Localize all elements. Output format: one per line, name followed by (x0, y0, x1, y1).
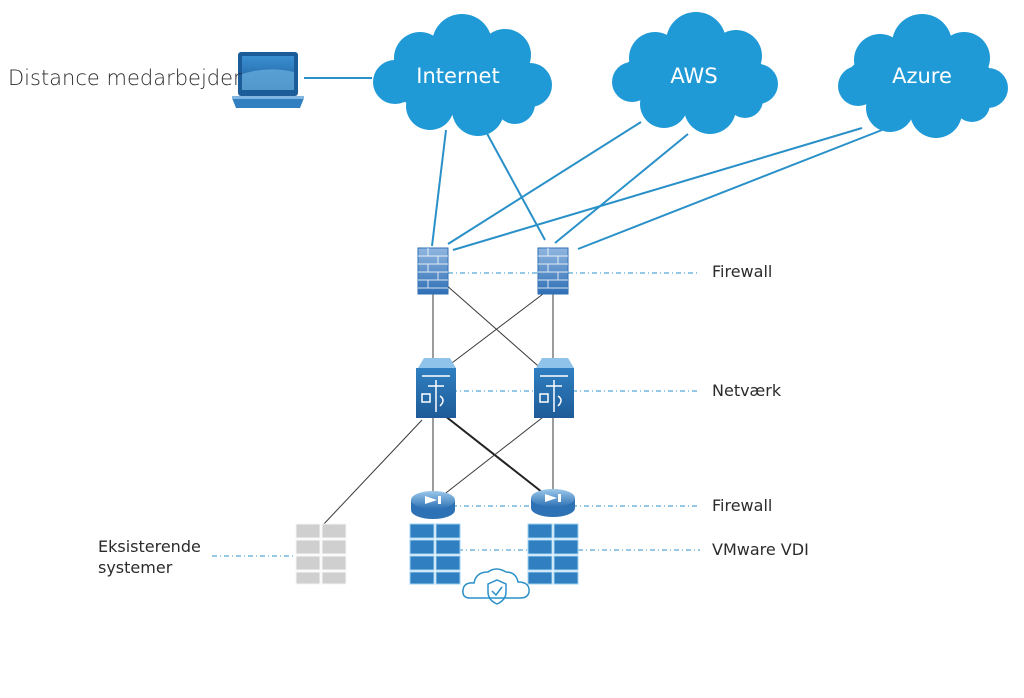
cloud-azure (838, 14, 1008, 138)
layer-label-firewall-top: Firewall (712, 262, 773, 281)
firewall-icon-left (417, 247, 449, 295)
cloud-label-internet: Internet (416, 64, 500, 88)
load-balancer-icon-right (531, 489, 575, 517)
lan-links (321, 283, 554, 527)
link-aws-fw1 (447, 121, 642, 245)
cloud-label-azure: Azure (892, 64, 952, 88)
layer-guides (212, 272, 700, 557)
cloud-label-aws: AWS (670, 64, 718, 88)
layer-label-network: Netværk (712, 381, 782, 400)
secure-cloud-icon (462, 568, 530, 605)
remote-worker-label: Distance medarbejder (8, 66, 242, 90)
cloud-aws (612, 12, 778, 134)
existing-systems-label: Eksisterende systemer (98, 537, 201, 577)
server-rack-icon-existing (295, 523, 347, 585)
load-balancer-icon-left (411, 491, 455, 519)
switch-icon-left (416, 358, 456, 418)
switch-icon-right (534, 358, 574, 418)
server-rack-icon-left (409, 523, 461, 585)
cloud-internet (373, 14, 552, 136)
firewall-icon-right (537, 247, 569, 295)
link-azure-fw2 (577, 129, 883, 250)
layer-label-vmware: VMware VDI (712, 540, 809, 559)
server-rack-icon-right (527, 523, 579, 585)
laptop-icon (232, 52, 304, 108)
wan-links (304, 77, 883, 251)
link-internet-fw2 (483, 127, 546, 241)
link-aws-fw2 (554, 133, 689, 244)
link-internet-fw1 (431, 129, 447, 247)
link-azure-fw1 (452, 127, 863, 251)
layer-label-firewall-bottom: Firewall (712, 496, 773, 515)
